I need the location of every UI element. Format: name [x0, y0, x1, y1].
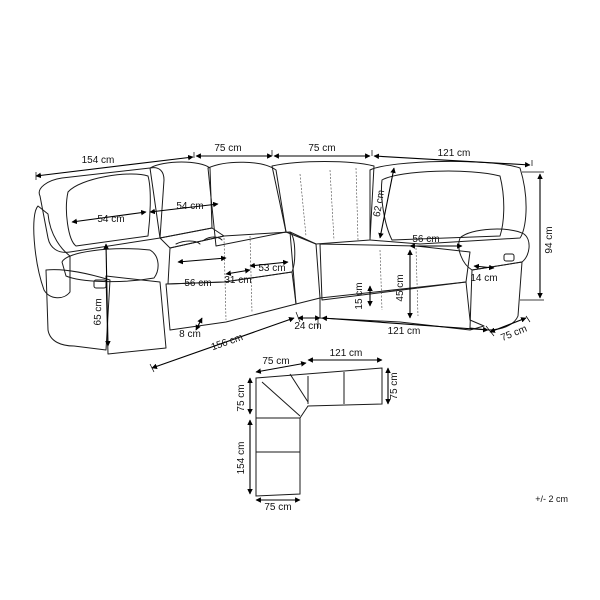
- dim-label-75-top-b: 75 cm: [308, 143, 335, 154]
- dim-label-8-leg: 8 cm: [179, 329, 201, 340]
- dim-label-24-bottom: 24 cm: [294, 321, 321, 332]
- dim-line-62-backrest: [378, 167, 396, 239]
- dim-line-54-seat-a: [71, 209, 147, 225]
- height-94-guides: [520, 171, 544, 301]
- dim-line-54-seat-b: [149, 201, 219, 215]
- plan-dim-label-75-bottom: 75 cm: [264, 502, 291, 513]
- dim-label-45-seat: 45 cm: [395, 274, 406, 301]
- dim-line-121-bottom: [321, 315, 489, 333]
- middle-seams: [223, 235, 253, 321]
- dim-label-62-backrest: 62 cm: [372, 189, 388, 218]
- corner-seams: [299, 167, 359, 241]
- dim-label-156-bottom: 156 cm: [210, 332, 245, 353]
- dim-line-65-height: [103, 243, 111, 347]
- dim-label-121-bottom: 121 cm: [388, 326, 421, 337]
- dim-line-56-depth-a: [177, 255, 227, 265]
- dim-label-75-top-a: 75 cm: [214, 143, 241, 154]
- dim-label-54-seat-b: 54 cm: [176, 201, 203, 212]
- main-view-dimensions: 154 cm 75 cm 75 cm 121 cm 94 cm 62 cm 54…: [35, 143, 555, 373]
- dim-line-154-top: [35, 154, 194, 179]
- middle-left-backrest: [207, 161, 287, 247]
- left-leg-rest: [105, 275, 167, 355]
- dim-label-31-console: 31 cm: [224, 275, 251, 286]
- dim-label-65-height: 65 cm: [93, 298, 105, 326]
- console-cupholders: [175, 236, 223, 245]
- plan-dim-label-75-right: 75 cm: [389, 372, 400, 399]
- dim-line-121-top: [373, 153, 531, 168]
- plan-dim-label-75-top: 75 cm: [262, 356, 289, 367]
- right-seat: [319, 243, 471, 301]
- plan-dim-label-121-top: 121 cm: [330, 348, 363, 359]
- left-seat-cushion: [61, 248, 159, 283]
- right-release-handle: [503, 253, 515, 262]
- dim-label-54-seat-a: 54 cm: [97, 214, 124, 225]
- plan-inner-lines: [256, 372, 345, 453]
- dim-label-121-top: 121 cm: [438, 148, 471, 159]
- dim-label-53-seat: 53 cm: [258, 263, 285, 274]
- dim-label-14-arm: 14 cm: [470, 273, 497, 284]
- dim-label-56-depth-b: 56 cm: [412, 234, 439, 245]
- dim-line-53-seat: [249, 259, 289, 269]
- dim-line-75-bottom: [489, 317, 527, 333]
- dim-label-94-height: 94 cm: [544, 226, 555, 253]
- corner-backrest: [271, 161, 375, 245]
- left-front-panel: [45, 269, 111, 351]
- plan-dim-label-75-left: 75 cm: [236, 384, 247, 411]
- dim-line-31-console: [225, 268, 251, 276]
- console-back: [149, 161, 213, 239]
- plan-view: 75 cm 121 cm 75 cm 75 cm 154 cm 75 cm: [236, 348, 400, 513]
- plan-dim-line-75-top: [255, 361, 307, 374]
- left-backrest-cushion: [65, 173, 151, 247]
- right-armrest: [458, 228, 530, 271]
- left-armrest: [33, 205, 71, 299]
- plan-outline: [255, 367, 383, 497]
- right-backrest: [369, 160, 527, 245]
- left-recliner-outline: [38, 167, 165, 253]
- tolerance-note: +/- 2 cm: [535, 494, 568, 504]
- dim-line-156-bottom: [151, 317, 295, 369]
- dim-label-15-seat: 15 cm: [354, 282, 365, 309]
- dim-line-14-arm: [473, 263, 495, 271]
- dim-label-154-top: 154 cm: [82, 155, 115, 166]
- dim-label-56-depth-a: 56 cm: [184, 278, 211, 289]
- right-seams: [379, 247, 419, 317]
- plan-dim-label-154-left: 154 cm: [236, 442, 247, 475]
